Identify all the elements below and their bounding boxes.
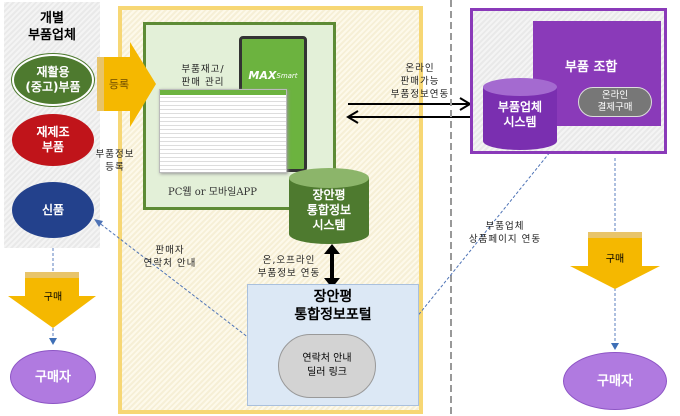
t: 등록 <box>105 162 125 173</box>
integrated-system-db <box>289 168 369 244</box>
t: 결제구매 <box>597 102 633 113</box>
app-brand: MAX <box>248 69 277 82</box>
seller-contact-link <box>97 221 263 349</box>
title-line: 개별 <box>40 11 64 26</box>
new-parts: 신품 <box>12 182 94 238</box>
t: 시스템 <box>312 218 346 232</box>
t: 온라인 <box>405 63 435 74</box>
label: 신품 <box>41 202 65 217</box>
t: 온,오프라인 <box>262 255 316 266</box>
t: 부품업체 <box>485 221 525 232</box>
register-label: 등록 <box>108 78 130 91</box>
manage-label: 부품재고/판매 관리 <box>168 63 238 89</box>
label: 부품 <box>41 140 65 154</box>
label: 재활용 <box>36 65 70 79</box>
t: 통합정보 <box>306 203 352 217</box>
right-buy-label: 구매 <box>605 254 625 265</box>
recycled-parts: 재활용(중고)부품 <box>12 54 94 106</box>
left-buyer: 구매자 <box>10 350 96 404</box>
t: 장안평 <box>312 188 346 202</box>
t: 장안평 <box>313 289 353 305</box>
app-brand-sub: Smart <box>276 71 298 80</box>
label: 재제조 <box>36 125 70 139</box>
union-title: 부품 조합 <box>565 60 618 75</box>
platform-label: PC웹 or 모바일APP <box>168 187 258 198</box>
t: 판매 관리 <box>181 77 225 88</box>
t: 딜러 링크 <box>307 367 347 378</box>
t: 연락처 안내 <box>302 353 352 364</box>
t: 통합정보포털 <box>294 307 372 323</box>
t: 부품정보 연동 <box>257 268 321 279</box>
t: 판매자 <box>155 245 185 256</box>
product-page-link <box>377 114 581 366</box>
t: 부품재고/ <box>181 64 225 75</box>
t: 부품정보연동 <box>390 89 450 100</box>
left-buy-label: 구매 <box>43 292 63 303</box>
right-buy-arrow <box>570 232 660 289</box>
t: 부품정보 <box>95 149 135 160</box>
t: 연락처 안내 <box>143 258 197 269</box>
left-buy-arrow <box>8 272 96 328</box>
t: 상품페이지 연동 <box>468 234 542 245</box>
t: 시스템 <box>503 115 537 129</box>
title-line: 부품업체 <box>28 28 76 43</box>
right-buyer: 구매자 <box>563 352 667 410</box>
t: 부품업체 <box>497 100 543 114</box>
label: (중고)부품 <box>25 80 81 94</box>
t: 판매가능 <box>400 76 440 87</box>
t: 온라인 <box>601 90 629 101</box>
sync-double-arrow <box>324 244 340 288</box>
pc-web-mockup <box>159 89 287 173</box>
register-arrow <box>97 42 156 127</box>
